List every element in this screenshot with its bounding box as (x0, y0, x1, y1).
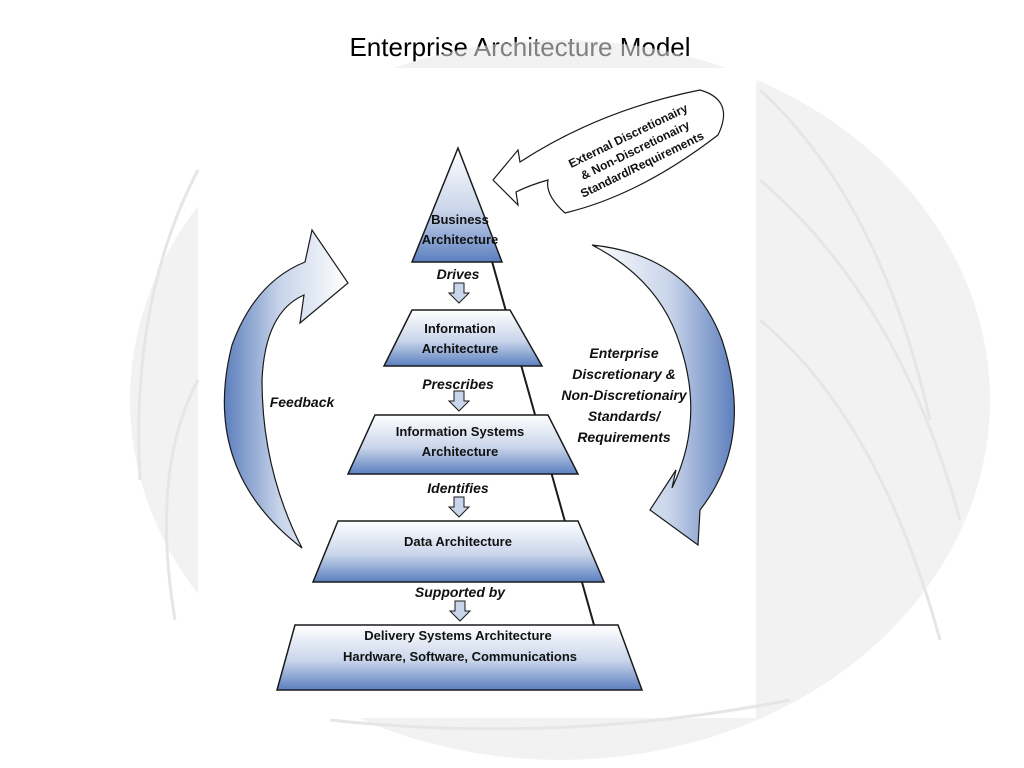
feedback-arrow: Feedback (223, 228, 349, 549)
down-arrow-icon (447, 390, 471, 412)
layer-delivery-line1: Delivery Systems Architecture (364, 628, 551, 643)
enterprise-standards-line5: Requirements (577, 429, 671, 445)
layer-business-line2: Architecture (422, 232, 499, 247)
external-standards-arrow: External Discretionairy & Non-Discretion… (492, 89, 725, 214)
relation-identifies: Identifies (427, 480, 489, 518)
down-arrow-icon (447, 496, 471, 518)
relation-drives: Drives (437, 266, 480, 304)
layer-information-line1: Information (424, 321, 496, 336)
enterprise-standards-line4: Standards/ (588, 408, 662, 424)
layer-information-line2: Architecture (422, 341, 499, 356)
down-arrow-icon (448, 600, 472, 622)
layer-infosys-line1: Information Systems (396, 424, 525, 439)
relation-supported-by-label: Supported by (415, 584, 506, 600)
relation-identifies-label: Identifies (427, 480, 489, 496)
layer-information-systems-architecture: Information Systems Architecture (346, 414, 580, 475)
layer-business-line1: Business (431, 212, 489, 227)
relation-supported-by: Supported by (415, 584, 506, 622)
layer-infosys-line2: Architecture (422, 444, 499, 459)
enterprise-standards-line2: Discretionary & (572, 366, 675, 382)
enterprise-standards-line3: Non-Discretionairy (561, 387, 687, 403)
layer-data-line1: Data Architecture (404, 534, 512, 549)
relation-drives-label: Drives (437, 266, 480, 282)
layer-data-architecture: Data Architecture (311, 520, 606, 583)
enterprise-standards-line1: Enterprise (589, 345, 658, 361)
enterprise-standards-arrow: Enterprise Discretionary & Non-Discretio… (561, 244, 735, 547)
relation-prescribes: Prescribes (422, 376, 494, 412)
down-arrow-icon (447, 282, 471, 304)
relation-prescribes-label: Prescribes (422, 376, 494, 392)
layer-business-architecture: Business Architecture (410, 145, 504, 263)
layer-information-architecture: Information Architecture (382, 309, 544, 367)
feedback-label: Feedback (270, 394, 336, 410)
layer-delivery-systems-architecture: Delivery Systems Architecture Hardware, … (276, 624, 644, 691)
layer-delivery-line2: Hardware, Software, Communications (343, 649, 577, 664)
